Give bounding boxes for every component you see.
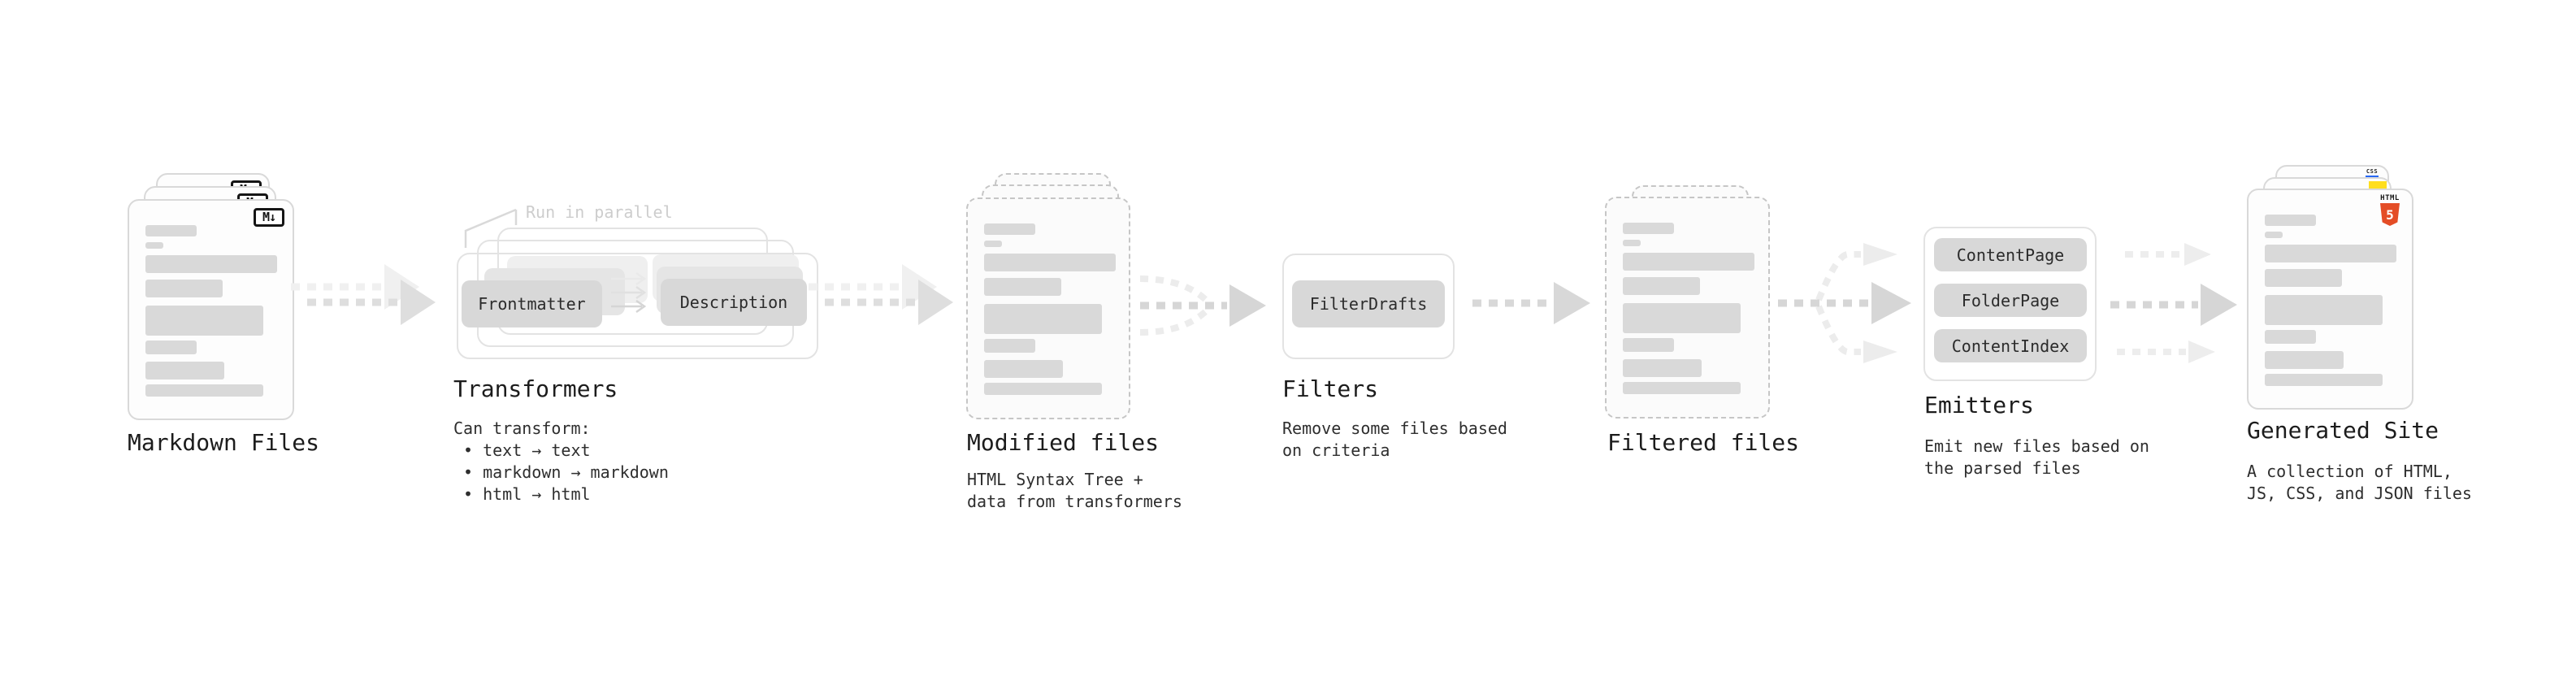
frontmatter-node: Frontmatter (462, 280, 602, 327)
emitters-desc-line2: the parsed files (1924, 458, 2081, 478)
modified-files-desc-line1: HTML Syntax Tree + (967, 470, 1143, 489)
run-in-parallel-label: Run in parallel (526, 202, 673, 222)
html-file-card: HTML 5 (2247, 189, 2413, 410)
text-line-placeholder (145, 362, 224, 380)
filtered-file-card (1605, 197, 1770, 419)
text-line-placeholder (1623, 240, 1641, 246)
generated-site-desc-line2: JS, CSS, and JSON files (2247, 484, 2472, 503)
text-line-placeholder (145, 384, 263, 397)
text-line-placeholder (1623, 359, 1702, 377)
emitters-desc-line1: Emit new files based on (1924, 436, 2149, 456)
text-line-placeholder (145, 280, 223, 297)
transform-step-arrows (611, 271, 647, 314)
modified-file-card (966, 197, 1130, 419)
transformer-group-front (457, 253, 818, 359)
text-line-placeholder (984, 339, 1035, 353)
stage-title-emitters: Emitters (1924, 392, 2034, 419)
flow-arrow-filtered-to-emitters (1778, 243, 1911, 363)
text-line-placeholder (145, 340, 197, 354)
text-line-placeholder (984, 383, 1102, 395)
stage-title-modified-files: Modified files (967, 429, 1160, 456)
document-skeleton (2265, 215, 2396, 386)
text-line-placeholder (1623, 277, 1700, 295)
contentindex-node: ContentIndex (1934, 329, 2087, 362)
text-line-placeholder (145, 225, 197, 236)
stage-title-filtered-files: Filtered files (1607, 429, 1800, 456)
transformers-bullet: • html → html (463, 484, 591, 504)
folderpage-node: FolderPage (1934, 284, 2087, 317)
text-line-placeholder (2265, 295, 2383, 325)
text-line-placeholder (145, 306, 263, 336)
document-skeleton (145, 225, 277, 397)
text-line-placeholder (2265, 215, 2316, 226)
stage-title-generated-site: Generated Site (2247, 417, 2439, 444)
text-line-placeholder (984, 360, 1063, 378)
description-node: Description (661, 279, 807, 326)
text-line-placeholder (2265, 374, 2383, 386)
transformers-bullet: • text → text (463, 440, 591, 460)
html5-icon: HTML 5 (2379, 195, 2400, 226)
text-line-placeholder (2265, 245, 2396, 262)
document-skeleton (1623, 223, 1754, 394)
text-line-placeholder (1623, 338, 1674, 352)
filters-desc-line1: Remove some files based (1282, 419, 1507, 438)
text-line-placeholder (145, 242, 163, 249)
text-line-placeholder (984, 241, 1002, 247)
filters-desc-line2: on criteria (1282, 440, 1390, 460)
text-line-placeholder (1623, 382, 1741, 394)
stage-title-markdown-files: Markdown Files (128, 429, 320, 456)
text-line-placeholder (1623, 223, 1674, 234)
generated-site-desc-line1: A collection of HTML, (2247, 462, 2452, 481)
text-line-placeholder (145, 255, 277, 273)
flow-arrow-modified-to-filters (1139, 275, 1266, 336)
flow-arrow-transformers-to-modified (809, 264, 953, 325)
transformers-bullet: • markdown → markdown (463, 462, 669, 482)
flow-arrow-filters-to-filtered (1472, 282, 1590, 324)
text-line-placeholder (2265, 232, 2283, 238)
modified-files-desc-line2: data from transformers (967, 492, 1182, 511)
text-line-placeholder (984, 254, 1116, 271)
annotation-bracket (464, 208, 518, 248)
stage-title-transformers: Transformers (453, 375, 618, 402)
text-line-placeholder (1623, 303, 1741, 333)
text-line-placeholder (984, 304, 1102, 334)
text-line-placeholder (2265, 269, 2342, 287)
markdown-file-card-front: M↓ (128, 199, 294, 420)
text-line-placeholder (1623, 253, 1754, 271)
markdown-icon: M↓ (254, 208, 284, 227)
text-line-placeholder (2265, 351, 2344, 369)
contentpage-node: ContentPage (1934, 238, 2087, 271)
flow-arrow-emitters-to-site (2110, 243, 2237, 363)
filterdrafts-node: FilterDrafts (1292, 280, 1445, 327)
text-line-placeholder (984, 223, 1035, 235)
text-line-placeholder (2265, 330, 2316, 344)
html5-shield: 5 (2380, 203, 2400, 226)
flow-arrow-markdown-to-transformers (291, 264, 436, 325)
stage-title-filters: Filters (1282, 375, 1379, 402)
transformers-desc-heading: Can transform: (453, 419, 591, 438)
text-line-placeholder (984, 278, 1061, 296)
document-skeleton (984, 223, 1116, 395)
